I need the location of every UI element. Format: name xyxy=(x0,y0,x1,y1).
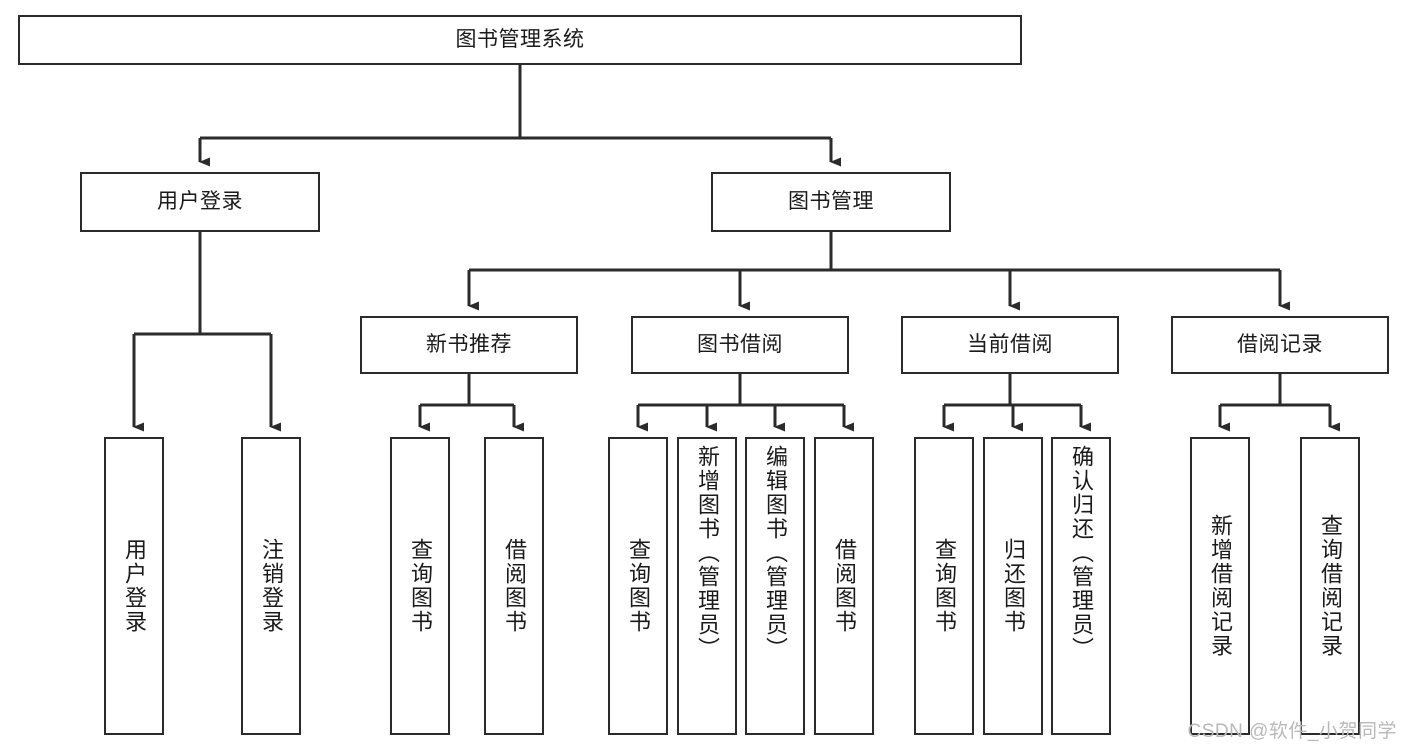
node-leaf-logout-label: 注销登录 xyxy=(258,538,284,634)
node-new-book-rec-label: 新书推荐 xyxy=(426,332,512,356)
node-borrow-record-label: 借阅记录 xyxy=(1237,332,1323,356)
node-leaf-cur-query-book-label: 查询图书 xyxy=(931,538,957,634)
node-leaf-return-book[interactable]: 归还图书 xyxy=(983,437,1043,735)
node-leaf-user-login-label: 用户登录 xyxy=(121,538,147,634)
node-book-manage[interactable]: 图书管理 xyxy=(711,172,951,232)
node-leaf-query-borrow-record-label: 查询借阅记录 xyxy=(1317,514,1343,658)
node-leaf-rec-query-book-label: 查询图书 xyxy=(407,538,433,634)
node-leaf-add-borrow-record[interactable]: 新增借阅记录 xyxy=(1190,437,1250,735)
node-leaf-borrow-book-label: 借阅图书 xyxy=(831,538,857,634)
node-leaf-borrow-query-book[interactable]: 查询图书 xyxy=(608,437,668,735)
node-borrow-record[interactable]: 借阅记录 xyxy=(1171,316,1389,374)
node-leaf-add-book-admin[interactable]: 新增图书（管理员） xyxy=(677,437,737,735)
node-leaf-add-book-admin-label: 新增图书（管理员） xyxy=(694,445,720,661)
node-book-manage-label: 图书管理 xyxy=(788,189,874,213)
node-leaf-return-book-label: 归还图书 xyxy=(1000,538,1026,634)
node-root-label: 图书管理系统 xyxy=(455,27,585,51)
node-leaf-confirm-return-admin[interactable]: 确认归还（管理员） xyxy=(1051,437,1111,735)
node-leaf-edit-book-admin-label: 编辑图书（管理员） xyxy=(762,445,788,661)
node-leaf-rec-query-book[interactable]: 查询图书 xyxy=(390,437,450,735)
node-root[interactable]: 图书管理系统 xyxy=(18,15,1022,65)
node-leaf-confirm-return-admin-label: 确认归还（管理员） xyxy=(1068,445,1094,661)
node-leaf-rec-borrow-book-label: 借阅图书 xyxy=(501,538,527,634)
node-leaf-query-borrow-record[interactable]: 查询借阅记录 xyxy=(1300,437,1360,735)
node-leaf-cur-query-book[interactable]: 查询图书 xyxy=(914,437,974,735)
node-leaf-user-login[interactable]: 用户登录 xyxy=(104,437,164,735)
node-current-borrow-label: 当前借阅 xyxy=(967,332,1053,356)
node-book-borrow-label: 图书借阅 xyxy=(697,332,783,356)
node-user-login[interactable]: 用户登录 xyxy=(80,172,320,232)
node-leaf-borrow-book[interactable]: 借阅图书 xyxy=(814,437,874,735)
node-leaf-borrow-query-book-label: 查询图书 xyxy=(625,538,651,634)
node-leaf-rec-borrow-book[interactable]: 借阅图书 xyxy=(484,437,544,735)
node-leaf-add-borrow-record-label: 新增借阅记录 xyxy=(1207,514,1233,658)
node-user-login-label: 用户登录 xyxy=(157,189,243,213)
node-book-borrow[interactable]: 图书借阅 xyxy=(631,316,849,374)
node-current-borrow[interactable]: 当前借阅 xyxy=(901,316,1119,374)
node-new-book-rec[interactable]: 新书推荐 xyxy=(360,316,578,374)
node-leaf-logout[interactable]: 注销登录 xyxy=(241,437,301,735)
node-leaf-edit-book-admin[interactable]: 编辑图书（管理员） xyxy=(745,437,805,735)
